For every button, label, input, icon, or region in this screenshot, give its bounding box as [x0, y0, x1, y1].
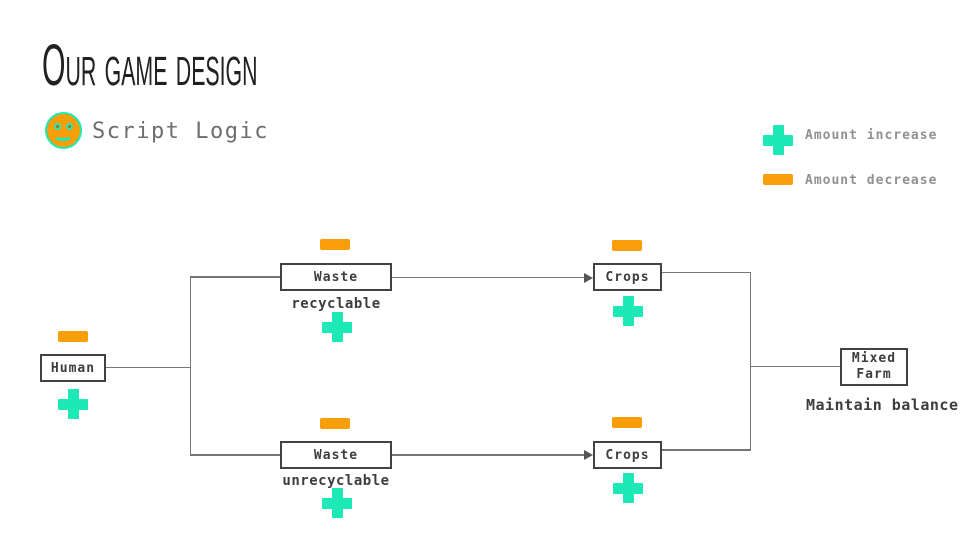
connector-waste-crops-bottom: [392, 454, 585, 456]
connector-crops-top-right: [662, 271, 750, 273]
node-crops-bottom-label: Crops: [605, 447, 650, 463]
node-waste-unrecyclable: Waste: [280, 441, 392, 469]
minus-icon: [763, 174, 793, 185]
connector-left-vertical: [189, 276, 191, 456]
node-crops-bottom: Crops: [593, 441, 662, 469]
node-mixed-farm-label-line2: Farm: [856, 367, 892, 382]
node-waste-recyclable: Waste: [280, 263, 392, 291]
slide-subtitle: Script Logic: [92, 119, 269, 144]
waste-recyclable-increase-icon: [322, 312, 352, 342]
legend-decrease-label: Amount decrease: [805, 173, 938, 188]
node-crops-top: Crops: [593, 263, 662, 291]
node-mixed-farm-label-line1: Mixed: [851, 351, 897, 366]
connector-right-vertical: [749, 271, 751, 451]
mixed-farm-sublabel: Maintain balance: [806, 396, 959, 414]
human-increase-icon: [58, 389, 88, 419]
waste-unrecyclable-sublabel: unrecyclable: [282, 473, 390, 489]
connector-crops-bottom-right: [662, 449, 750, 451]
node-mixed-farm: Mixed Farm: [840, 348, 908, 386]
node-waste-recyclable-label: Waste: [313, 269, 359, 285]
smiley-eye-icon: [66, 123, 73, 130]
waste-recyclable-sublabel: recyclable: [291, 296, 381, 312]
waste-unrecyclable-increase-icon: [322, 488, 352, 518]
crops-bottom-decrease-icon: [612, 417, 642, 428]
crops-bottom-increase-icon: [613, 473, 643, 503]
arrowhead-waste-crops-bottom-icon: [584, 450, 593, 460]
connector-branch-waste-recyclable: [189, 276, 280, 278]
crops-top-increase-icon: [613, 296, 643, 326]
node-human: Human: [40, 354, 106, 382]
crops-top-decrease-icon: [612, 240, 642, 251]
page-title: Our game design: [42, 33, 258, 98]
node-human-label: Human: [50, 360, 96, 376]
waste-unrecyclable-decrease-icon: [320, 418, 350, 429]
smiley-face-icon: [45, 112, 82, 149]
waste-recyclable-decrease-icon: [320, 239, 350, 250]
legend-increase-label: Amount increase: [805, 128, 938, 143]
smiley-eye-icon: [54, 123, 61, 130]
node-crops-top-label: Crops: [605, 269, 650, 285]
smiley-mouth-icon: [53, 131, 73, 141]
plus-icon: [763, 125, 793, 155]
connector-branch-waste-unrecyclable: [189, 454, 280, 456]
human-decrease-icon: [58, 331, 88, 342]
connector-mixed-farm-branch: [749, 365, 840, 367]
connector-waste-crops-top: [392, 276, 585, 278]
connector-human-branch: [106, 366, 190, 368]
node-waste-unrecyclable-label: Waste: [313, 447, 359, 463]
arrowhead-waste-crops-top-icon: [584, 272, 593, 283]
